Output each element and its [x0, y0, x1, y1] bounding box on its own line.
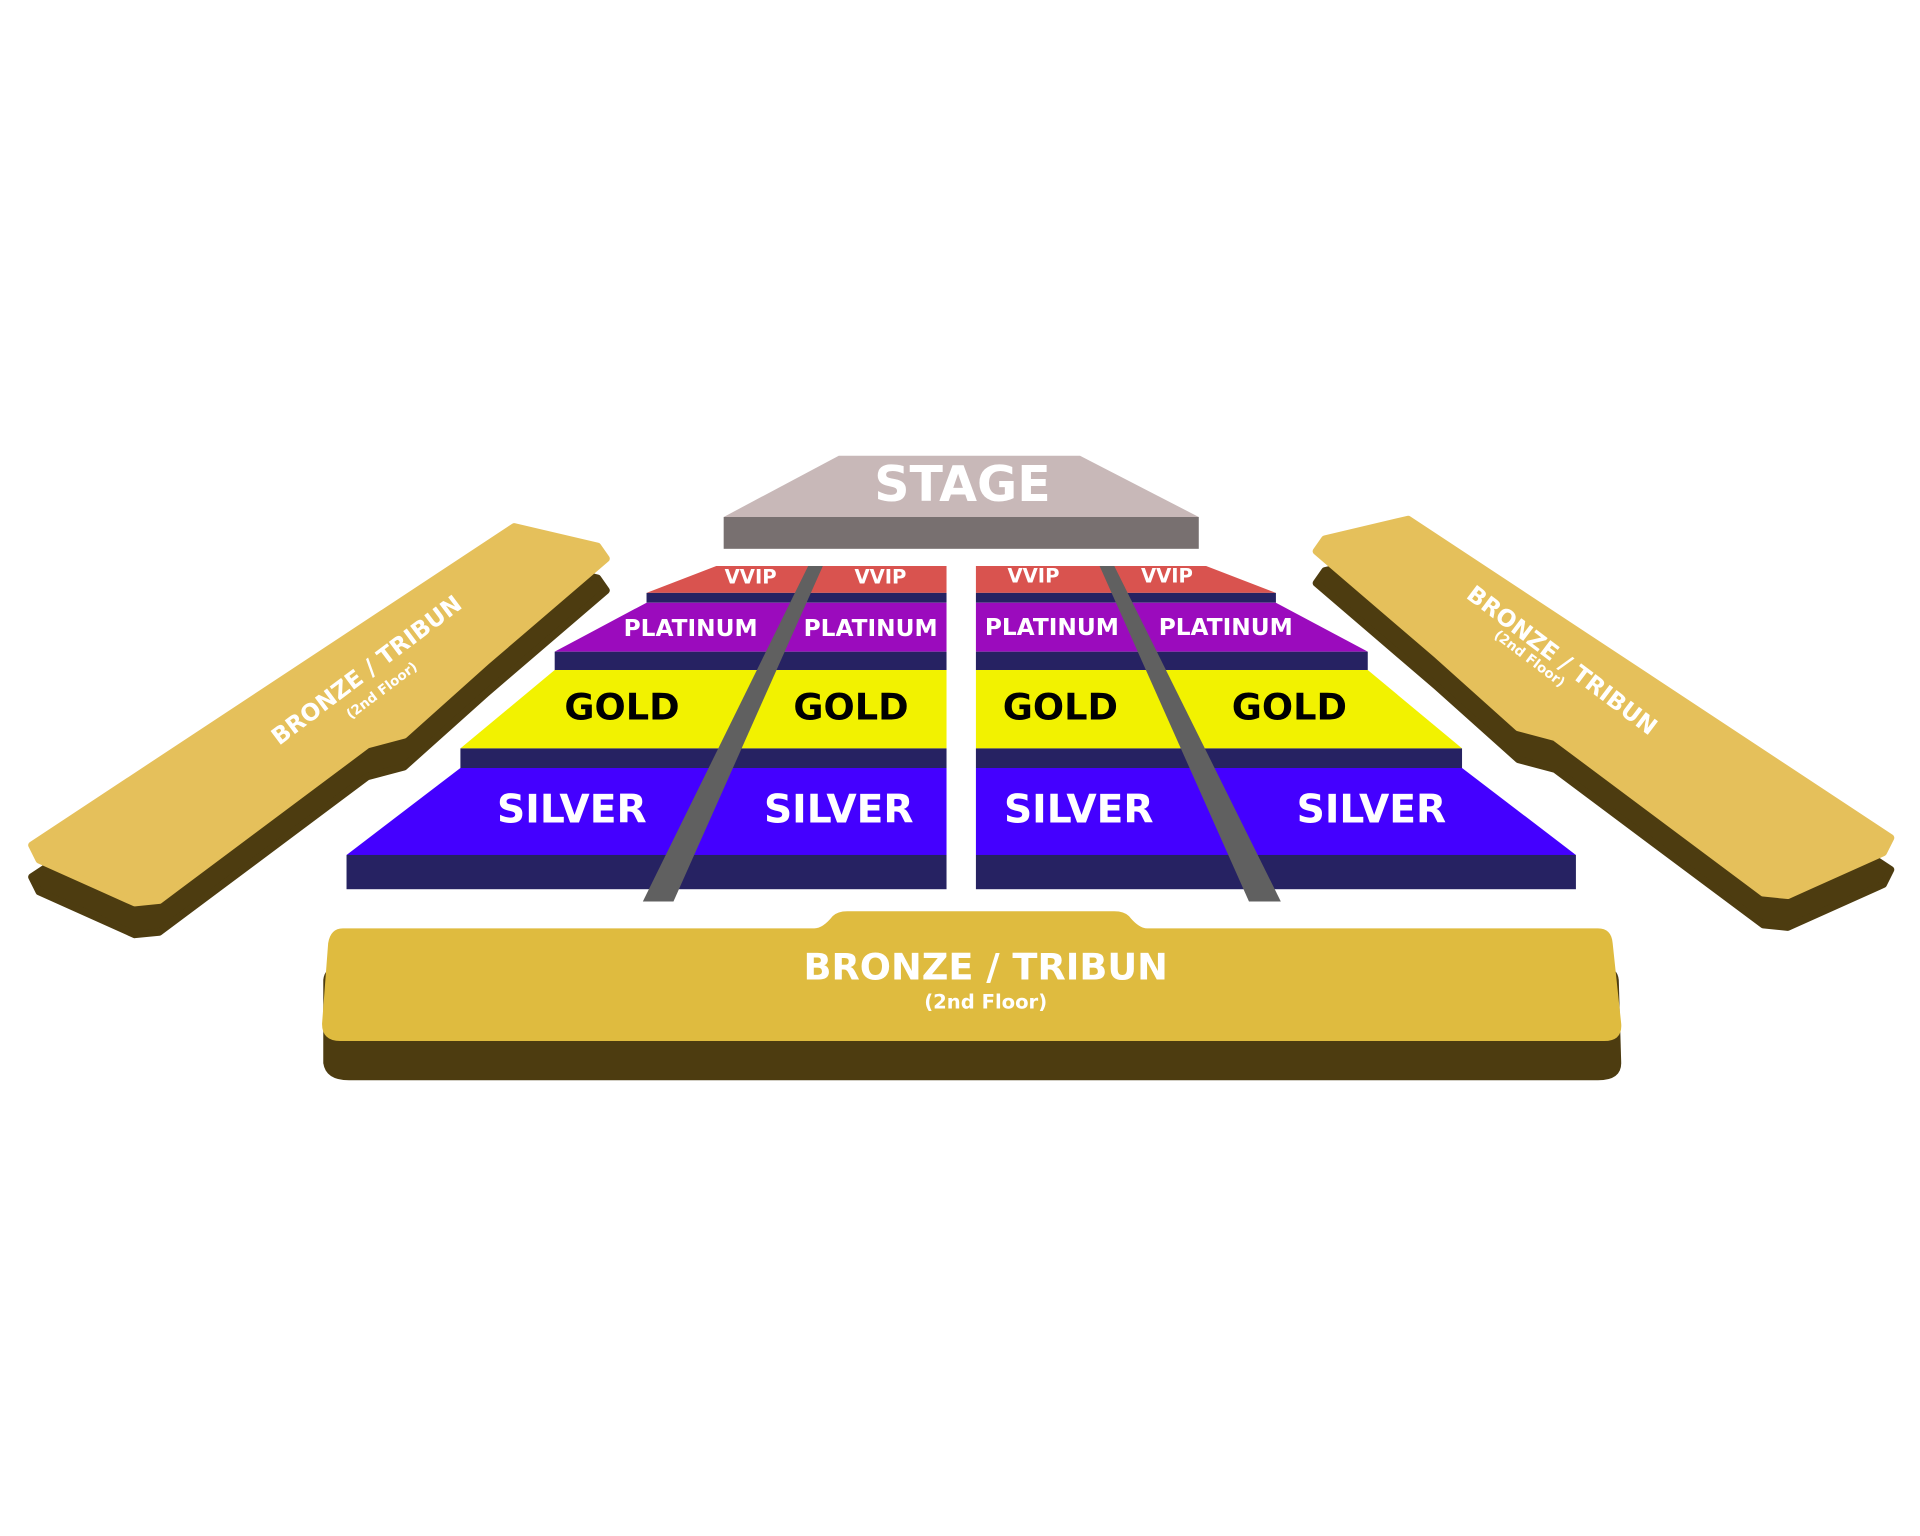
- aisle-left: [642, 565, 823, 902]
- gold-section-right[interactable]: [975, 670, 1463, 749]
- silver-section-left[interactable]: [346, 768, 947, 855]
- bronze-tribune-left[interactable]: BRONZE / TRIBUN (2nd Floor): [28, 523, 610, 939]
- platinum-section-left[interactable]: [554, 602, 947, 652]
- section-base: [975, 854, 1576, 890]
- vvip-label: VVIP: [854, 566, 906, 589]
- silver-label: SILVER: [764, 788, 914, 833]
- bronze-sublabel: (2nd Floor): [924, 991, 1047, 1014]
- bronze-tribune-right[interactable]: BRONZE / TRIBUN (2nd Floor): [1312, 515, 1895, 931]
- tribune-top: [322, 911, 1622, 1042]
- vvip-label: VVIP: [1008, 564, 1060, 587]
- bronze-label: BRONZE / TRIBUN: [804, 945, 1168, 988]
- platinum-label: PLATINUM: [985, 614, 1119, 641]
- vvip-section-right[interactable]: [975, 565, 1276, 593]
- section-base: [975, 748, 1463, 768]
- stage[interactable]: STAGE: [723, 455, 1199, 549]
- gold-label: GOLD: [1232, 686, 1347, 729]
- platinum-section-right[interactable]: [975, 602, 1368, 652]
- floor-block-left: [346, 565, 947, 902]
- vvip-section-left[interactable]: [646, 565, 947, 593]
- vvip-label: VVIP: [1141, 564, 1193, 587]
- stage-front: [723, 516, 1199, 549]
- platinum-label: PLATINUM: [804, 615, 938, 642]
- silver-section-right[interactable]: [975, 768, 1576, 855]
- section-base: [975, 651, 1368, 671]
- silver-label: SILVER: [1297, 788, 1447, 833]
- section-base: [554, 651, 947, 671]
- platinum-label: PLATINUM: [1159, 614, 1293, 641]
- tribune-top: [1312, 515, 1895, 900]
- vvip-label: VVIP: [725, 566, 777, 589]
- silver-label: SILVER: [1004, 788, 1154, 833]
- gold-section-left[interactable]: [460, 670, 947, 749]
- gold-label: GOLD: [793, 686, 908, 729]
- tribune-top: [28, 523, 610, 907]
- section-base: [460, 748, 947, 768]
- gold-label: GOLD: [1003, 686, 1118, 729]
- stage-top: [723, 455, 1199, 517]
- section-base: [346, 854, 947, 890]
- floor-block-right: [975, 565, 1576, 902]
- aisle-right: [1099, 565, 1281, 902]
- platinum-label: PLATINUM: [624, 615, 758, 642]
- stage-label: STAGE: [874, 456, 1050, 513]
- gold-label: GOLD: [564, 686, 679, 729]
- silver-label: SILVER: [497, 788, 647, 833]
- bronze-tribune-bottom[interactable]: BRONZE / TRIBUN (2nd Floor): [322, 911, 1622, 1081]
